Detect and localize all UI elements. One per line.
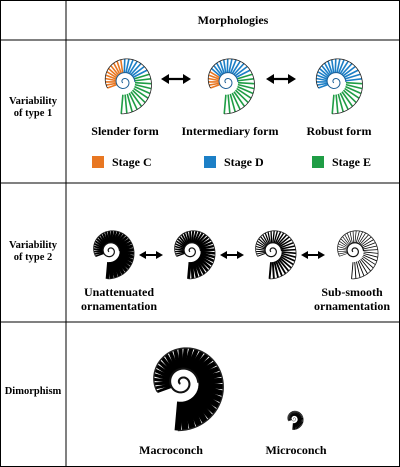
legend-swatch-stage-e [312, 156, 324, 168]
row-label-type1-line2: of type 1 [13, 108, 53, 119]
legend-swatch-stage-c [92, 156, 104, 168]
row-label-type1: Variability of type 1 [0, 96, 66, 120]
caption-unattenuated-line2: ornamentation [81, 299, 157, 313]
caption-sub-smooth-line2: ornamentation [314, 299, 390, 313]
row-label-type1-line1: Variability [8, 96, 58, 107]
microconch-shell [287, 410, 304, 430]
caption-macroconch: Macroconch [139, 443, 203, 457]
caption-intermediary-form: Intermediary form [181, 124, 279, 138]
ammonite-shell-icon [93, 230, 135, 280]
legend-label-stage-d: Stage D [224, 155, 264, 169]
legend-label-stage-e: Stage E [332, 155, 371, 169]
header-morphologies: Morphologies [197, 12, 269, 27]
ammonite-shell-icon [337, 230, 379, 280]
legend-swatch-stage-d [204, 156, 216, 168]
double-arrow-icon [266, 74, 296, 84]
caption-robust-form: Robust form [306, 124, 372, 138]
ammonite-shell-icon [104, 58, 152, 115]
double-arrow-icon [220, 251, 244, 259]
double-arrow-icon [139, 251, 163, 259]
caption-slender-form: Slender form [91, 124, 159, 138]
caption-sub-smooth-line1: Sub-smooth [321, 285, 383, 299]
caption-unattenuated: Unattenuated ornamentation [72, 285, 166, 313]
caption-microconch: Microconch [265, 443, 327, 457]
macroconch-shell [153, 347, 224, 432]
ammonite-shell-icon [207, 58, 255, 115]
caption-unattenuated-line1: Unattenuated [83, 285, 154, 299]
caption-sub-smooth: Sub-smooth ornamentation [308, 285, 396, 313]
row-label-type2-line2: of type 2 [13, 252, 53, 263]
double-arrow-icon [161, 74, 191, 84]
legend-label-stage-c: Stage C [112, 155, 152, 169]
row-label-type2: Variability of type 2 [0, 240, 66, 264]
double-arrow-icon [301, 251, 325, 259]
ammonite-shell-icon [315, 58, 363, 115]
row-label-type2-line1: Variability [8, 240, 58, 251]
ammonite-shell-icon [255, 230, 297, 280]
ammonite-shell-icon [174, 230, 216, 280]
row-label-dimorphism: Dimorphism [4, 386, 62, 397]
